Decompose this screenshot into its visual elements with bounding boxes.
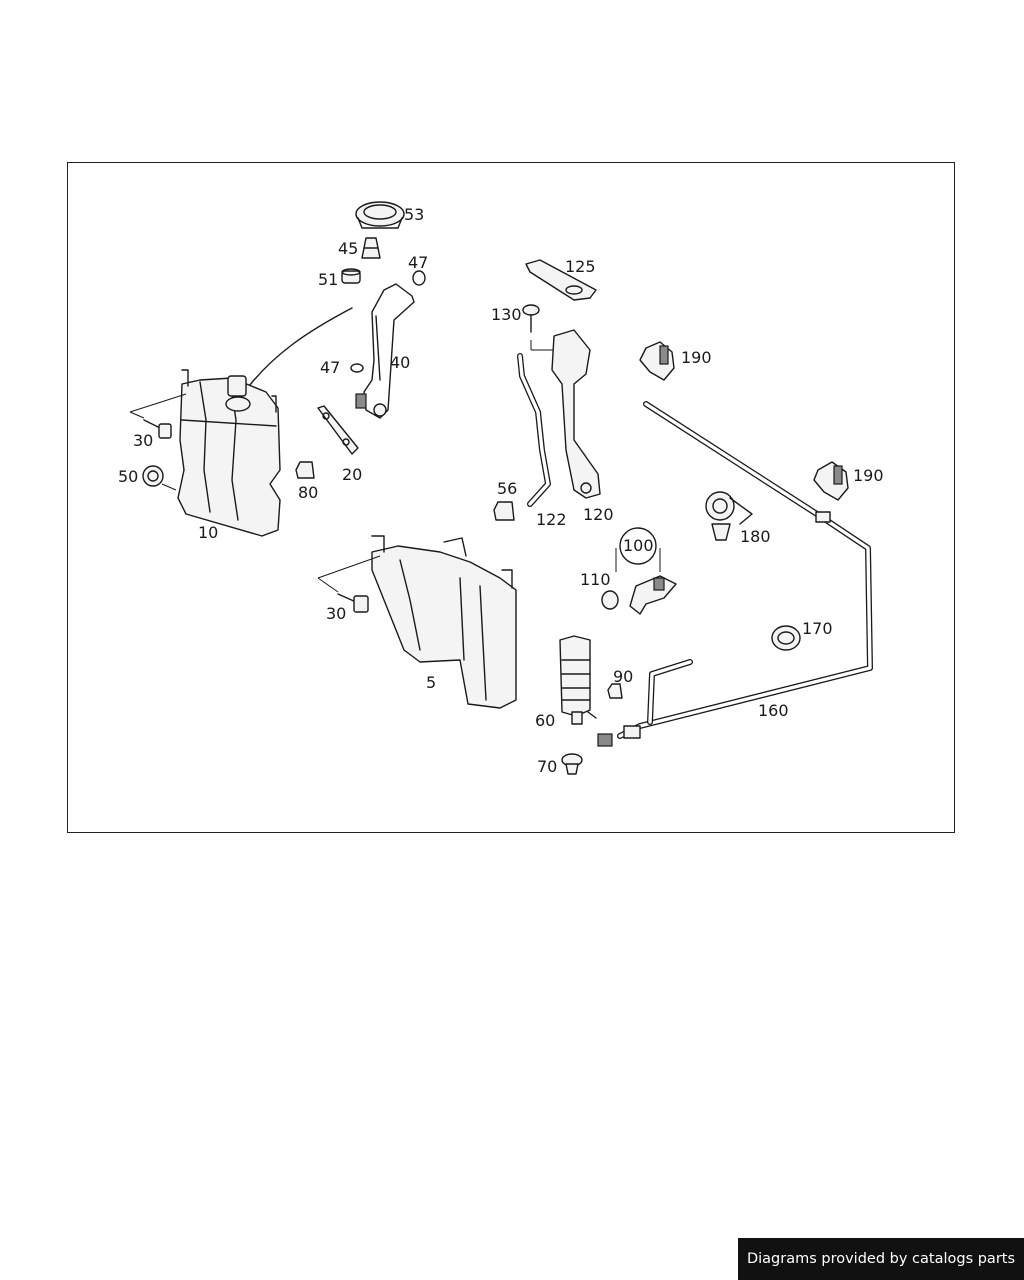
part-47-oring-top: [412, 270, 426, 286]
part-170-clamp: [771, 625, 801, 651]
assembly-arrow: [239, 307, 353, 399]
callout-30-upper: 30: [133, 431, 153, 450]
part-5-lower-reservoir: [371, 535, 517, 709]
callout-122: 122: [536, 510, 567, 529]
callout-40: 40: [390, 353, 410, 372]
part-30-bolt-lower: [317, 555, 381, 613]
credit-text: Diagrams provided by catalogs parts: [746, 1251, 1016, 1267]
callout-160: 160: [758, 701, 789, 720]
callout-120: 120: [583, 505, 614, 524]
part-110-valve: [601, 575, 677, 615]
part-80-plug: [295, 461, 315, 479]
callout-110: 110: [580, 570, 611, 589]
part-45-grommet: [361, 237, 381, 259]
part-122-hose: [517, 353, 551, 507]
part-20-bracket: [317, 405, 359, 455]
part-190-connector-upper: [639, 341, 675, 381]
callout-180: 180: [740, 527, 771, 546]
callout-30-lower: 30: [326, 604, 346, 623]
part-51-seal: [341, 268, 361, 284]
part-56-grommet: [493, 501, 515, 521]
callout-60: 60: [535, 711, 555, 730]
callout-56: 56: [497, 479, 517, 498]
callout-130: 130: [491, 305, 522, 324]
callout-50: 50: [118, 467, 138, 486]
part-60-washer-pump: [559, 635, 597, 725]
callout-5: 5: [426, 673, 436, 692]
callout-190-upper: 190: [681, 348, 712, 367]
part-30-bolt-upper: [129, 393, 187, 439]
part-53-filler-cap: [355, 201, 405, 229]
part-70-grommet: [561, 753, 583, 775]
callout-170: 170: [802, 619, 833, 638]
part-90-plug: [607, 683, 623, 699]
callout-70: 70: [537, 757, 557, 776]
callout-190-lower: 190: [853, 466, 884, 485]
part-100-group: [615, 527, 661, 572]
callout-125: 125: [565, 257, 596, 276]
part-180-clip: [705, 491, 753, 541]
part-125-cover: [525, 259, 597, 301]
part-160-hose-line: [597, 401, 873, 747]
callout-53: 53: [404, 205, 424, 224]
part-120-holder: [551, 329, 601, 499]
part-40-filler-neck: [355, 283, 415, 419]
credit-banner: Diagrams provided by catalogs parts: [738, 1238, 1024, 1280]
part-10-reservoir: [177, 369, 281, 537]
callout-90: 90: [613, 667, 633, 686]
callout-51: 51: [318, 270, 338, 289]
callout-labels: 53 45 47 51 40 47 30 50 10 20 80 125 130…: [118, 205, 884, 776]
callout-45: 45: [338, 239, 358, 258]
callout-47-lower: 47: [320, 358, 340, 377]
callout-10: 10: [198, 523, 218, 542]
part-47-oring-lower: [350, 363, 364, 373]
callout-20: 20: [342, 465, 362, 484]
part-190-connector-lower: [813, 461, 849, 501]
callout-80: 80: [298, 483, 318, 502]
callout-100: 100: [623, 536, 654, 555]
part-50-grommet: [142, 465, 177, 491]
callout-47-top: 47: [408, 253, 428, 272]
part-130-screw: [522, 304, 556, 351]
